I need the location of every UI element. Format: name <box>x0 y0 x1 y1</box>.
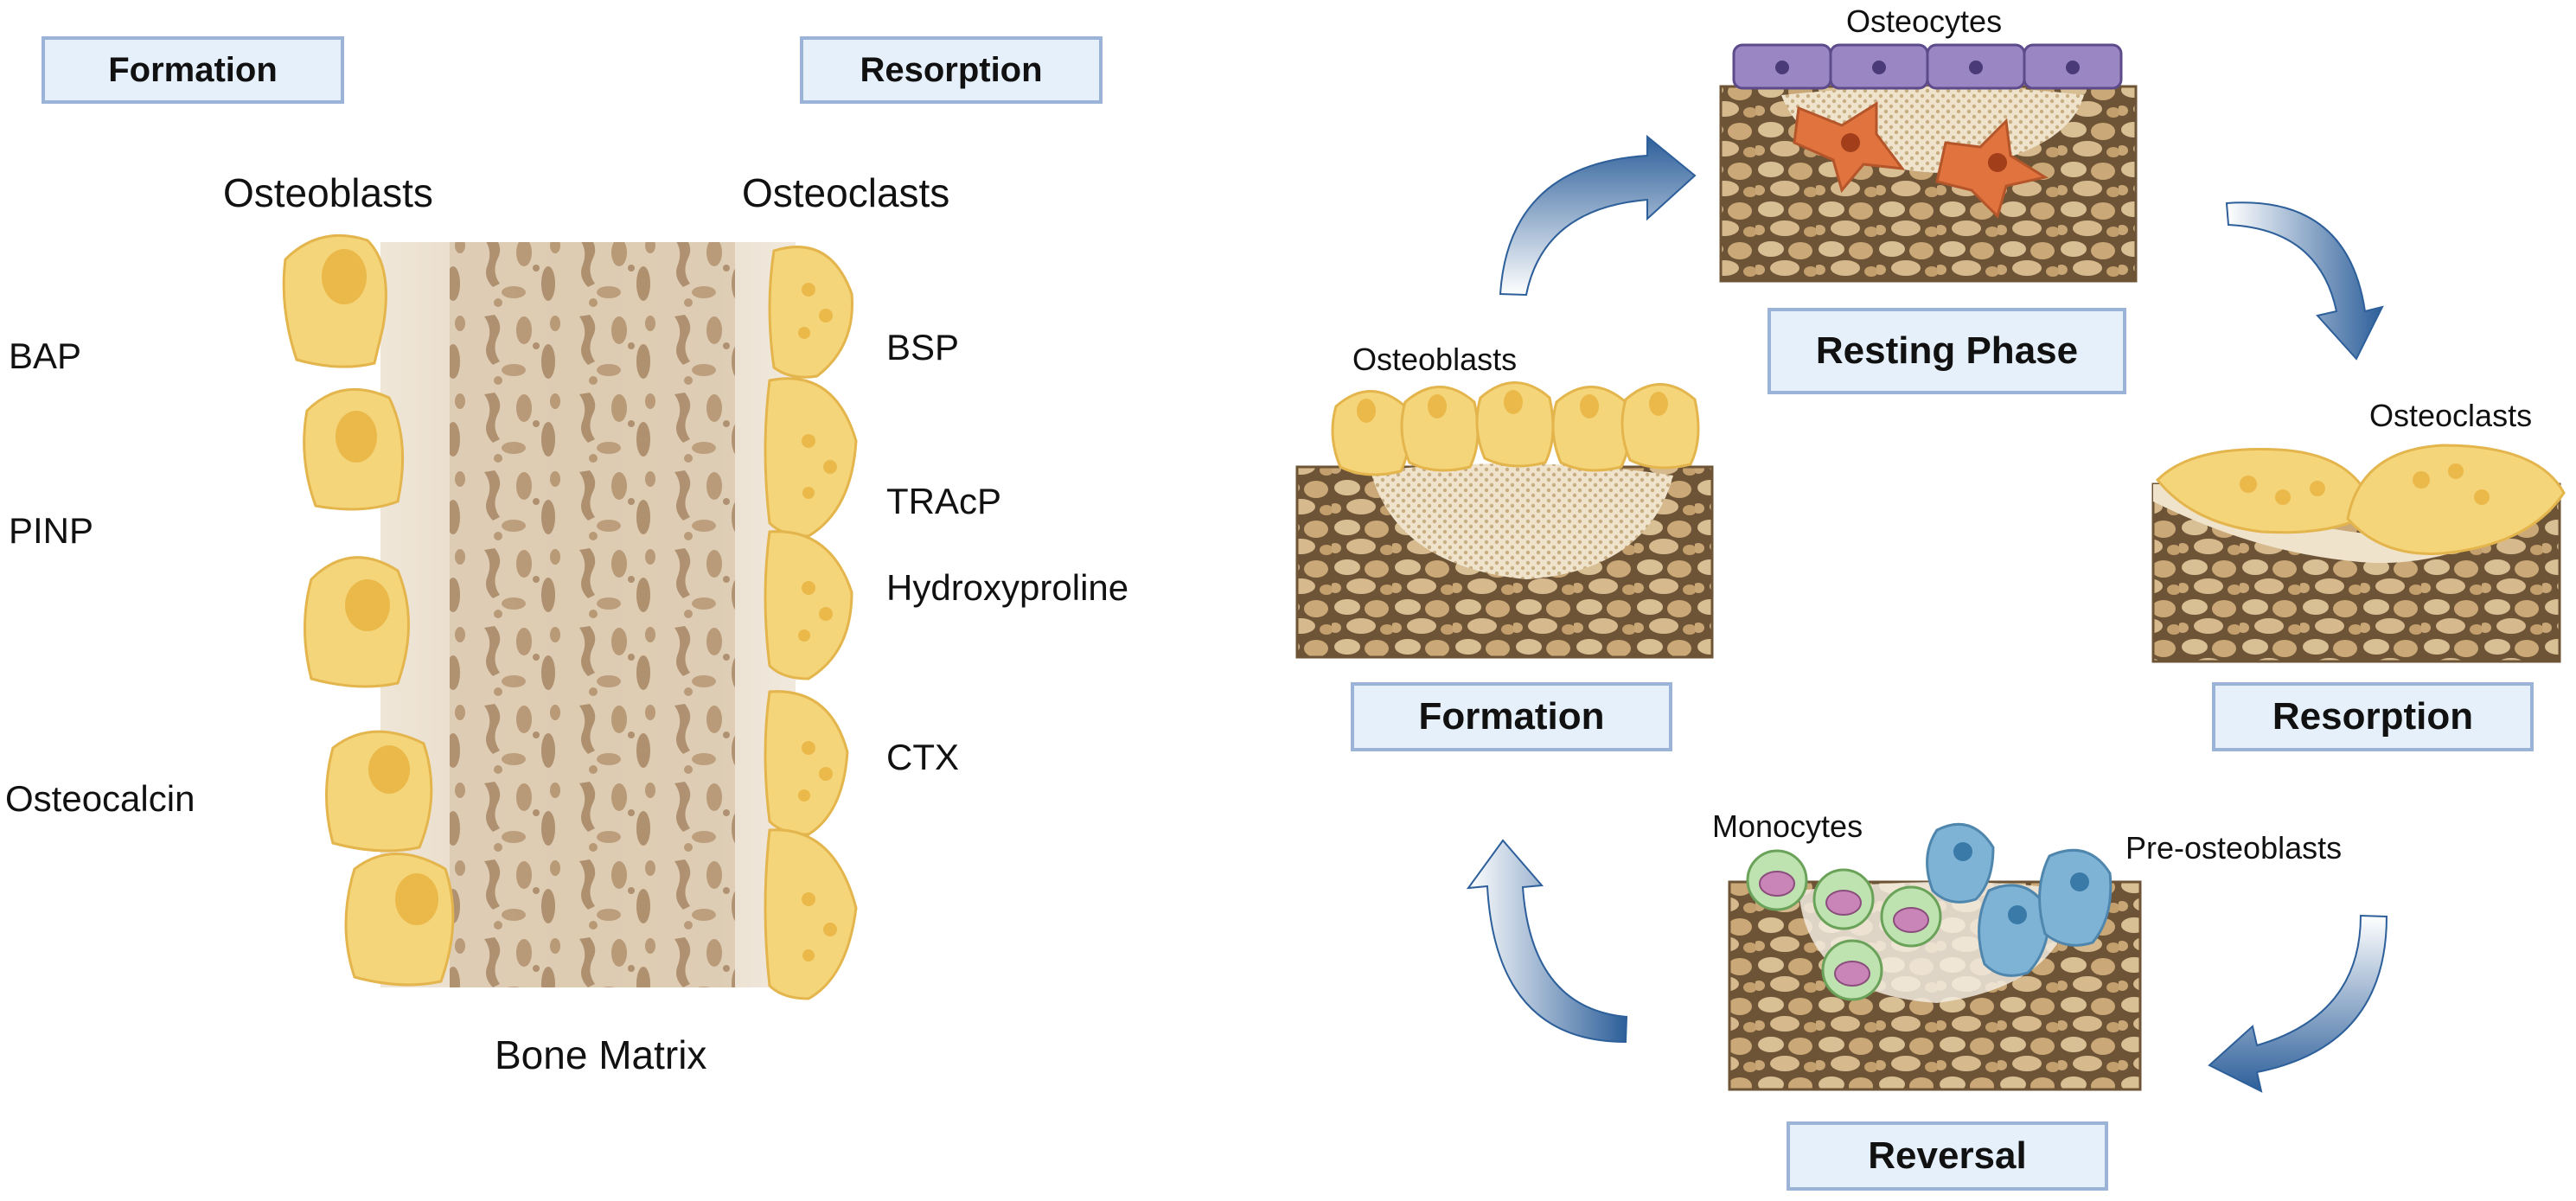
formation-bone-block <box>1295 381 1714 659</box>
osteoclast-cells-left <box>764 246 858 1000</box>
cycle-arrows <box>1466 134 2388 1093</box>
marker-ctx: CTX <box>886 737 959 777</box>
reversal-phase-title: Reversal <box>1868 1134 2027 1177</box>
resting-phase-bone-block <box>1719 43 2138 283</box>
osteoclasts-label: Osteoclasts <box>742 170 950 215</box>
resting-phase-title: Resting Phase <box>1815 329 2079 372</box>
formation-title-box: Formation <box>42 36 344 104</box>
resorption-phase-title: Resorption <box>2272 695 2474 738</box>
reversal-phase-box: Reversal <box>1787 1121 2108 1191</box>
osteoclasts-cycle-label: Osteoclasts <box>2369 398 2533 433</box>
marker-pinp: PINP <box>9 510 94 551</box>
osteocytes-label: Osteocytes <box>1846 3 2003 39</box>
formation-title: Formation <box>108 50 278 89</box>
monocytes-label: Monocytes <box>1712 808 1863 844</box>
reversal-bone-block <box>1728 822 2142 1091</box>
bone-matrix-column <box>380 242 796 987</box>
marker-hydroxyproline: Hydroxyproline <box>886 567 1129 608</box>
resorption-title: Resorption <box>860 50 1043 89</box>
resting-phase-box: Resting Phase <box>1767 308 2126 394</box>
bone-matrix-label: Bone Matrix <box>495 1032 707 1077</box>
formation-phase-box: Formation <box>1351 682 1672 751</box>
formation-phase-title: Formation <box>1418 695 1605 738</box>
resorption-bone-block <box>2151 444 2566 663</box>
pre-osteoblasts-label: Pre-osteoblasts <box>2125 830 2343 866</box>
resorption-phase-box: Resorption <box>2212 682 2534 751</box>
marker-osteocalcin: Osteocalcin <box>5 778 195 819</box>
osteoblasts-label: Osteoblasts <box>223 170 433 215</box>
osteoblast-cells-left <box>282 233 455 987</box>
marker-tracp: TRAcP <box>886 481 1002 521</box>
resorption-title-box: Resorption <box>800 36 1103 104</box>
osteoblasts-cycle-label: Osteoblasts <box>1352 342 1518 377</box>
marker-bsp: BSP <box>886 327 960 367</box>
marker-bap: BAP <box>9 335 82 376</box>
